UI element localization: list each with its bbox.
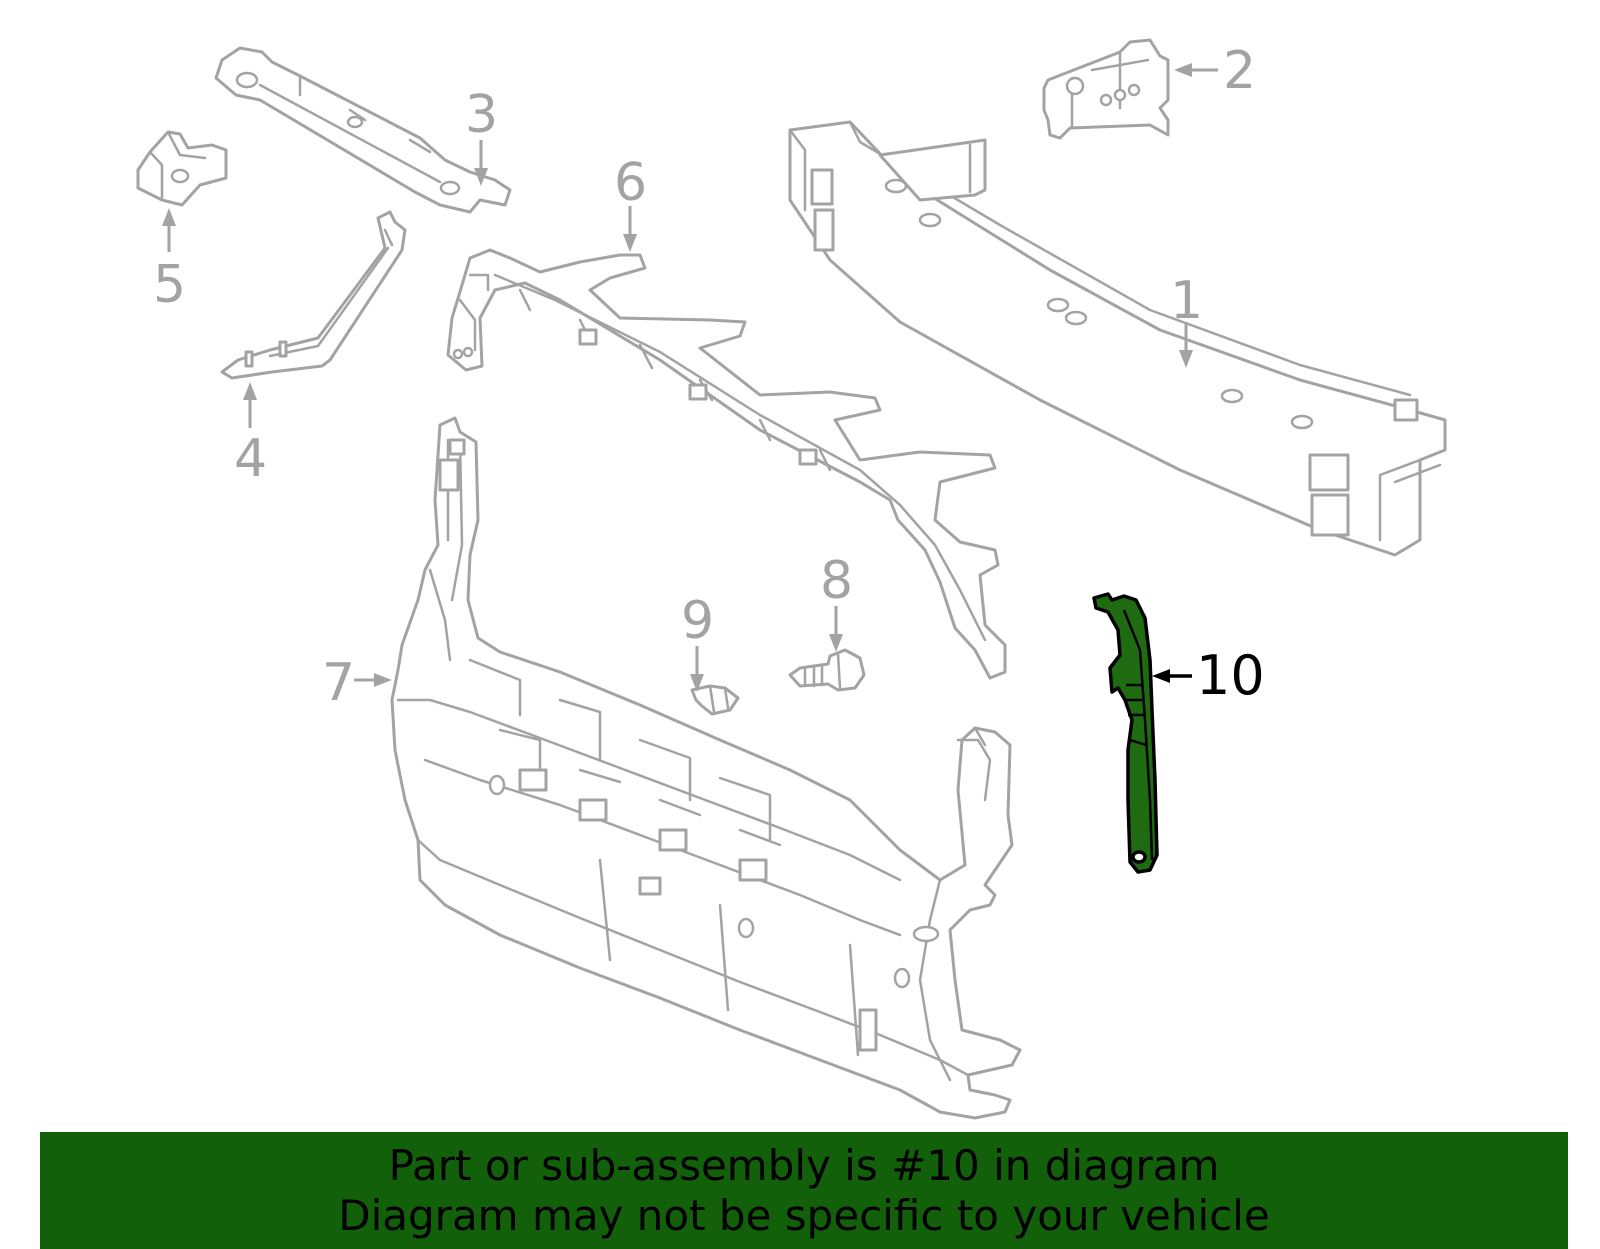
callout-7: 7: [322, 653, 392, 713]
callout-9: 9: [681, 591, 714, 692]
notice-line-disclaimer: Diagram may not be specific to your vehi…: [338, 1190, 1270, 1240]
part-10-support-stay-highlighted[interactable]: [1092, 592, 1159, 874]
svg-text:4: 4: [234, 429, 267, 489]
svg-text:10: 10: [1196, 644, 1265, 707]
part-1-bumper-reinforcement[interactable]: [788, 120, 1447, 557]
part-7-front-end-carrier[interactable]: [390, 416, 1022, 1120]
callout-5: 5: [153, 208, 186, 315]
part-6-upper-carrier-beam[interactable]: [446, 248, 1007, 680]
notice-banner: Part or sub-assembly is #10 in diagram D…: [40, 1132, 1568, 1249]
part-9-clip[interactable]: [690, 684, 740, 716]
svg-text:7: 7: [322, 653, 355, 713]
svg-text:8: 8: [820, 551, 853, 611]
part-3-upper-tie-bar[interactable]: [214, 46, 512, 214]
callout-8: 8: [820, 551, 853, 652]
svg-text:2: 2: [1223, 41, 1256, 101]
callout-10: 10: [1152, 644, 1265, 707]
part-5-small-bracket[interactable]: [136, 130, 228, 207]
parts-diagram: 1 2 3 4 5 6 7 8 9: [136, 38, 1447, 1120]
svg-text:9: 9: [681, 591, 714, 651]
callout-4: 4: [234, 382, 267, 489]
svg-text:1: 1: [1170, 271, 1203, 331]
svg-text:3: 3: [465, 85, 498, 145]
callout-3: 3: [465, 85, 498, 186]
svg-text:6: 6: [614, 153, 647, 213]
part-2-bracket[interactable]: [1042, 38, 1170, 140]
callout-1: 1: [1170, 271, 1203, 368]
callout-6: 6: [614, 153, 647, 252]
callout-2: 2: [1174, 41, 1256, 101]
part-4-side-bracket[interactable]: [220, 210, 407, 380]
svg-text:5: 5: [153, 255, 186, 315]
part-8-bolt[interactable]: [788, 648, 866, 692]
notice-line-part: Part or sub-assembly is #10 in diagram: [388, 1140, 1220, 1190]
